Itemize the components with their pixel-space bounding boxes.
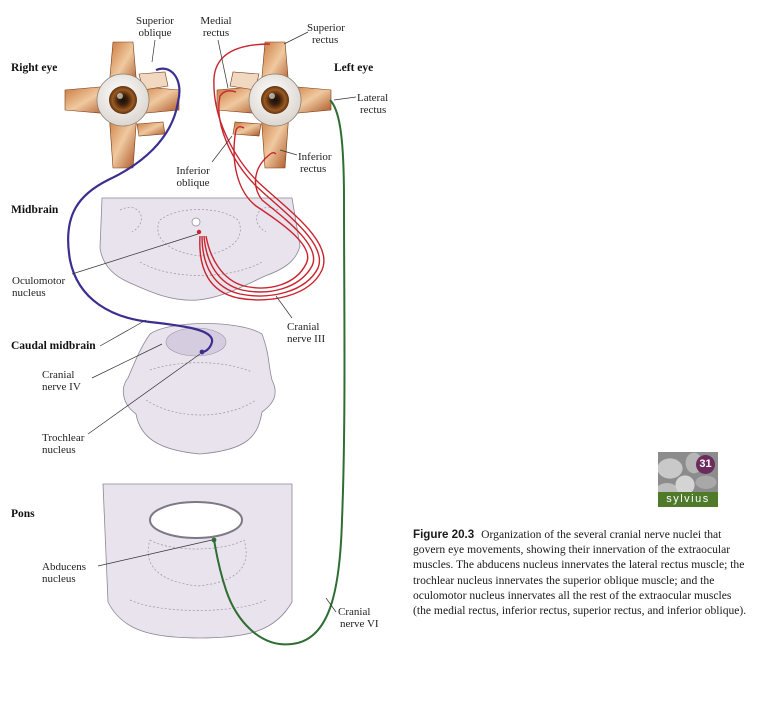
- svg-text:Abducens: Abducens: [42, 561, 86, 573]
- svg-text:rectus: rectus: [312, 34, 338, 46]
- svg-text:rectus: rectus: [300, 163, 326, 175]
- label-inferior-rectus: Inferior rectus: [298, 151, 332, 175]
- label-medial-rectus: Medial rectus: [200, 15, 231, 39]
- svg-text:oblique: oblique: [177, 177, 210, 189]
- svg-text:Cranial: Cranial: [338, 606, 370, 618]
- svg-text:nerve VI: nerve VI: [340, 618, 379, 630]
- svg-text:rectus: rectus: [360, 104, 386, 116]
- label-cranial-nerve-vi: Cranial nerve VI: [338, 606, 379, 630]
- svg-text:Inferior: Inferior: [176, 165, 210, 177]
- label-trochlear-nucleus: Trochlear nucleus: [42, 432, 85, 456]
- svg-text:Inferior: Inferior: [298, 151, 332, 163]
- sylvius-badge: 31 sylvius: [658, 452, 718, 507]
- right-eye-iris: [109, 86, 137, 114]
- svg-text:nucleus: nucleus: [42, 573, 76, 585]
- cranial-nerve-iv-path: [67, 67, 214, 354]
- label-inferior-oblique: Inferior oblique: [176, 165, 210, 189]
- label-abducens-nucleus: Abducens nucleus: [42, 561, 86, 585]
- svg-text:Medial: Medial: [200, 15, 231, 27]
- svg-text:nucleus: nucleus: [12, 287, 46, 299]
- caudal-midbrain-section: [122, 323, 276, 455]
- heading-pons: Pons: [11, 508, 35, 520]
- badge-number: 31: [696, 455, 715, 474]
- label-cranial-nerve-iv: Cranial nerve IV: [42, 369, 81, 393]
- svg-text:nucleus: nucleus: [42, 444, 76, 456]
- svg-text:Lateral: Lateral: [357, 92, 388, 104]
- label-superior-rectus: Superior rectus: [307, 22, 345, 46]
- heading-left-eye: Left eye: [334, 62, 373, 74]
- left-eye-iris: [261, 86, 289, 114]
- svg-text:Trochlear: Trochlear: [42, 432, 85, 444]
- left-eye: [216, 41, 332, 169]
- svg-text:rectus: rectus: [203, 27, 229, 39]
- svg-text:Cranial: Cranial: [287, 321, 319, 333]
- cranial-nerve-vi-path: [213, 99, 346, 646]
- oculomotor-nucleus-dot: [196, 229, 202, 235]
- right-eye: [64, 41, 180, 169]
- cranial-nerve-iii-path: [199, 43, 325, 301]
- svg-text:nerve IV: nerve IV: [42, 381, 81, 393]
- figure-caption: Figure 20.3 Organization of the several …: [413, 527, 748, 618]
- svg-text:Superior: Superior: [136, 15, 174, 27]
- svg-text:oblique: oblique: [139, 27, 172, 39]
- leader-lines: [71, 31, 357, 613]
- caption-text: Organization of the several cranial nerv…: [413, 528, 747, 618]
- heading-right-eye: Right eye: [11, 62, 57, 74]
- label-superior-oblique: Superior oblique: [136, 15, 174, 39]
- svg-text:Oculomotor: Oculomotor: [12, 275, 65, 287]
- heading-caudal-midbrain: Caudal midbrain: [11, 340, 96, 352]
- svg-text:nerve III: nerve III: [287, 333, 326, 345]
- label-oculomotor-nucleus: Oculomotor nucleus: [12, 275, 65, 299]
- figure-number: Figure 20.3: [413, 528, 475, 541]
- heading-midbrain: Midbrain: [11, 204, 59, 216]
- label-lateral-rectus: Lateral rectus: [357, 92, 388, 116]
- pons-section: [102, 483, 293, 639]
- svg-text:Cranial: Cranial: [42, 369, 74, 381]
- badge-word: sylvius: [658, 492, 718, 507]
- label-cranial-nerve-iii: Cranial nerve III: [287, 321, 326, 345]
- svg-text:Superior: Superior: [307, 22, 345, 34]
